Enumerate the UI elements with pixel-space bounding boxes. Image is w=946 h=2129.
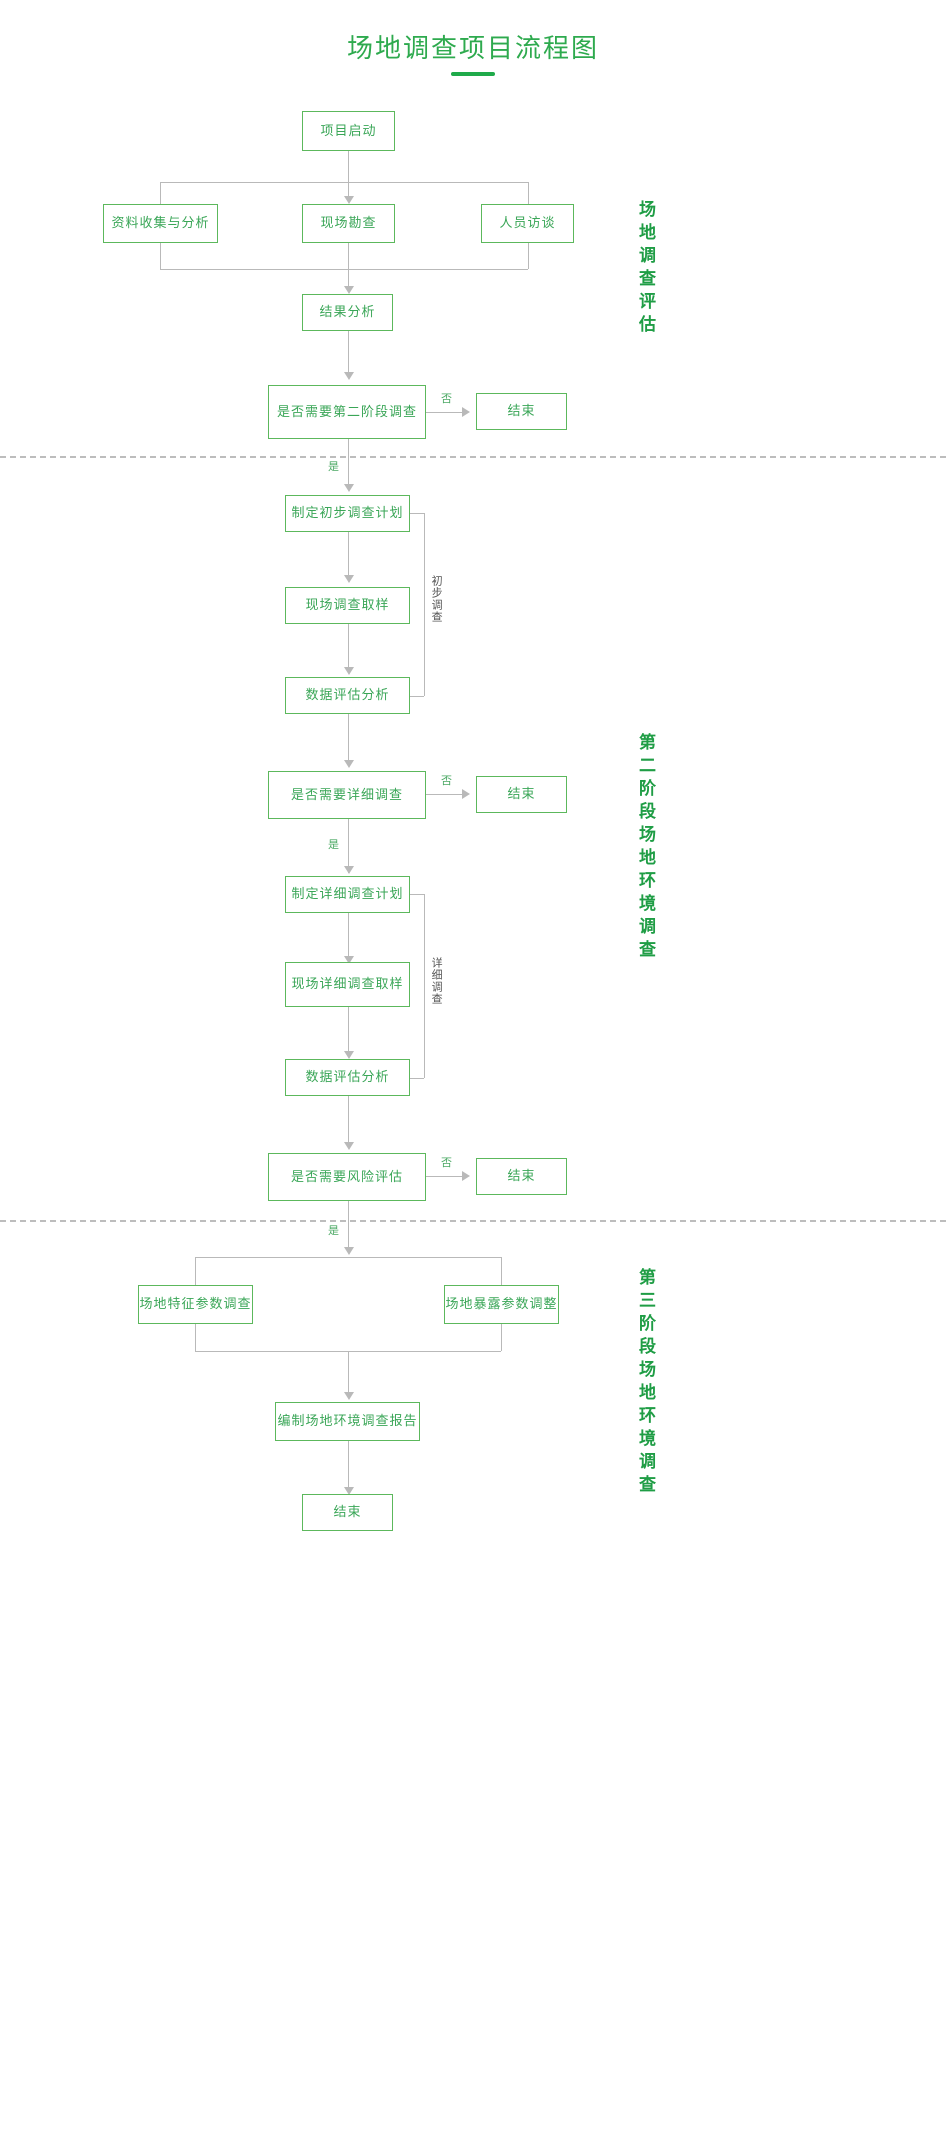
connector-merge-bar: [160, 269, 528, 270]
bracket-top-detailed: [410, 894, 424, 895]
connector-plan1-to-sampling1: [348, 532, 349, 581]
connector-plan2-to-sampling2: [348, 913, 349, 962]
connector-merge-left: [160, 243, 161, 269]
connector-decision1-yes: [348, 439, 349, 490]
node-end-final[interactable]: 结束: [302, 1494, 393, 1531]
edge-label-yes-1: 是: [325, 458, 342, 474]
stage-label-2: 第二阶段场地环境调查: [636, 733, 655, 963]
page-title: 场地调查项目流程图: [346, 33, 599, 63]
node-data-eval-1[interactable]: 数据评估分析: [285, 677, 410, 714]
connector-phase3-split-bar: [195, 1257, 501, 1258]
bracket-label-preliminary: 初步调查: [430, 575, 443, 623]
node-end-1[interactable]: 结束: [476, 393, 567, 430]
node-plan-detailed[interactable]: 制定详细调查计划: [285, 876, 410, 913]
arrowhead-decision3-yes: [344, 1247, 354, 1255]
arrowhead-to-decision-risk: [344, 1142, 354, 1150]
arrowhead-decision1-yes: [344, 484, 354, 492]
node-decision-phase2[interactable]: 是否需要第二阶段调查: [268, 385, 426, 439]
connector-eval1-to-decision2: [348, 714, 349, 766]
edge-label-no-1: 否: [438, 390, 455, 406]
connector-phase3-split-right: [501, 1257, 502, 1285]
node-data-eval-2[interactable]: 数据评估分析: [285, 1059, 410, 1096]
arrowhead-to-site-survey: [344, 196, 354, 204]
edge-label-no-3: 否: [438, 1154, 455, 1170]
connector-phase3-split-left: [195, 1257, 196, 1285]
node-data-collection[interactable]: 资料收集与分析: [103, 204, 218, 243]
node-end-2[interactable]: 结束: [476, 776, 567, 813]
connector-sampling1-to-eval1: [348, 624, 349, 673]
connector-split-center: [348, 182, 349, 198]
arrowhead-decision2-no: [462, 789, 470, 799]
node-decision-risk[interactable]: 是否需要风险评估: [268, 1153, 426, 1201]
edge-label-no-2: 否: [438, 772, 455, 788]
arrowhead-to-data-eval-2: [344, 1051, 354, 1059]
connector-merge-center: [348, 243, 349, 291]
connector-report-to-end: [348, 1441, 349, 1493]
arrowhead-decision3-no: [462, 1171, 470, 1181]
connector-decision1-no: [426, 412, 466, 413]
node-decision-detailed[interactable]: 是否需要详细调查: [268, 771, 426, 819]
connector-result-to-decision: [348, 331, 349, 378]
node-site-exposure-params[interactable]: 场地暴露参数调整: [444, 1285, 559, 1324]
connector-decision3-no: [426, 1176, 466, 1177]
node-result-analysis[interactable]: 结果分析: [302, 294, 393, 331]
connector-split-left: [160, 182, 161, 204]
section-divider-2: [0, 1220, 946, 1222]
section-divider-1: [0, 456, 946, 458]
bracket-bottom-preliminary: [410, 696, 424, 697]
connector-phase3-merge-left: [195, 1324, 196, 1351]
node-end-3[interactable]: 结束: [476, 1158, 567, 1195]
arrowhead-to-sampling-detailed: [344, 956, 354, 964]
arrowhead-decision1-no: [462, 407, 470, 417]
arrowhead-decision2-yes: [344, 866, 354, 874]
arrowhead-to-decision-detailed: [344, 760, 354, 768]
connector-split-right: [528, 182, 529, 204]
stage-label-3: 第三阶段场地环境调查: [636, 1268, 655, 1498]
node-sampling-preliminary[interactable]: 现场调查取样: [285, 587, 410, 624]
node-interviews[interactable]: 人员访谈: [481, 204, 574, 243]
arrowhead-to-decision-phase2: [344, 372, 354, 380]
node-site-feature-params[interactable]: 场地特征参数调查: [138, 1285, 253, 1324]
bracket-top-preliminary: [410, 513, 424, 514]
bracket-bottom-detailed: [410, 1078, 424, 1079]
node-sampling-detailed[interactable]: 现场详细调查取样: [285, 962, 410, 1007]
node-compile-report[interactable]: 编制场地环境调查报告: [275, 1402, 420, 1441]
node-plan-preliminary[interactable]: 制定初步调查计划: [285, 495, 410, 532]
connector-phase3-merge-right: [501, 1324, 502, 1351]
connector-phase3-merge-center: [348, 1351, 349, 1397]
arrowhead-to-data-eval-1: [344, 667, 354, 675]
edge-label-yes-3: 是: [325, 1222, 342, 1238]
connector-eval2-to-decision3: [348, 1096, 349, 1148]
bracket-spine-detailed: [424, 894, 425, 1078]
connector-decision2-no: [426, 794, 466, 795]
arrowhead-to-end-final: [344, 1487, 354, 1495]
connector-merge-right: [528, 243, 529, 269]
bracket-spine-preliminary: [424, 513, 425, 696]
connector-decision3-yes: [348, 1201, 349, 1253]
arrowhead-to-sampling-preliminary: [344, 575, 354, 583]
stage-label-1: 场地调查评估: [636, 200, 655, 338]
arrowhead-to-compile-report: [344, 1392, 354, 1400]
connector-decision2-yes: [348, 819, 349, 873]
bracket-label-detailed: 详细调查: [430, 957, 443, 1005]
connector-split-bar: [160, 182, 528, 183]
arrowhead-to-result-analysis: [344, 286, 354, 294]
node-project-start[interactable]: 项目启动: [302, 111, 395, 151]
edge-label-yes-2: 是: [325, 836, 342, 852]
title-underline-rule: [451, 72, 495, 76]
connector-start-stem: [348, 151, 349, 182]
node-site-survey[interactable]: 现场勘查: [302, 204, 395, 243]
connector-sampling2-to-eval2: [348, 1007, 349, 1057]
